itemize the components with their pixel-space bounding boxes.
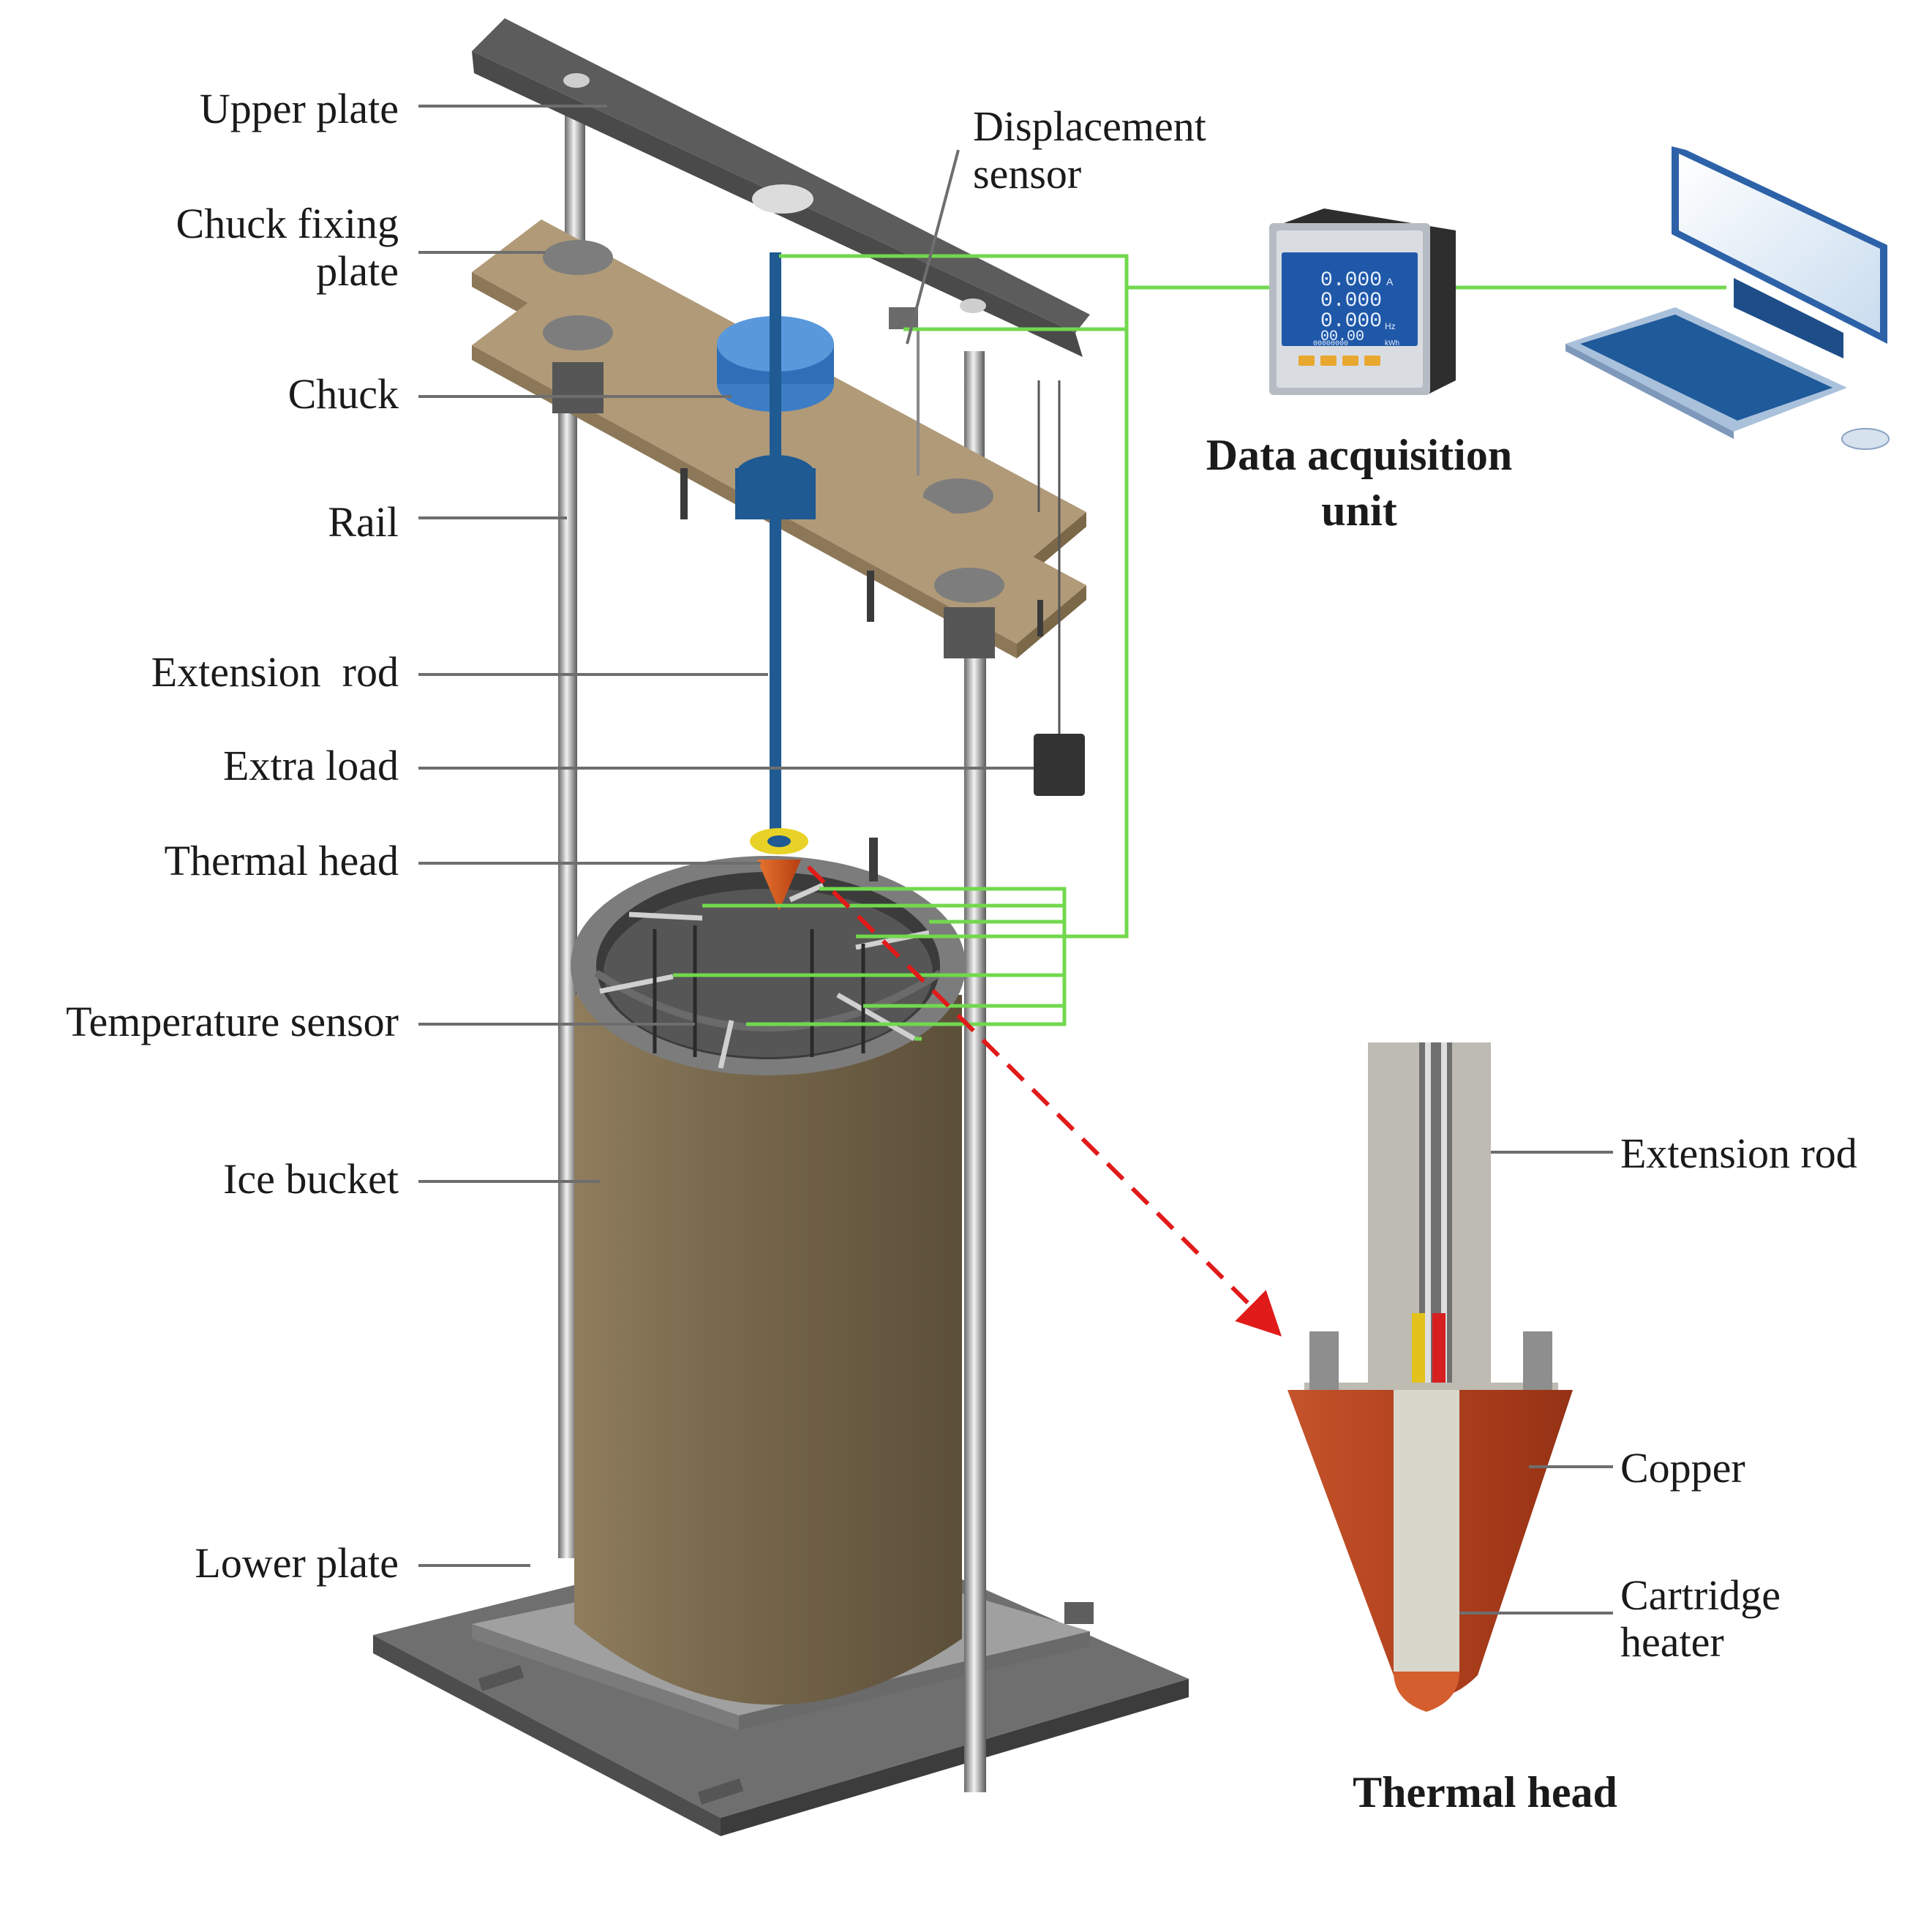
mouse[interactable] <box>1841 428 1890 450</box>
meter-row-2: 0.000 <box>1320 290 1382 312</box>
label-detail-cartridge-line1: Cartridge <box>1620 1571 1781 1619</box>
label-extra-load: Extra load <box>223 742 399 789</box>
extra-load-block <box>1034 734 1085 796</box>
meter-button-2[interactable] <box>1320 356 1337 366</box>
meter-unit-a: A <box>1386 276 1394 287</box>
meter-unit-hz: Hz <box>1385 321 1396 331</box>
thermal-head-detail <box>1287 1042 1573 1712</box>
meter-row-1: 0.000 <box>1320 269 1382 292</box>
meter-screen <box>1282 252 1418 346</box>
label-data-acquisition-line1: Data acquisition <box>1206 431 1512 479</box>
label-displacement-sensor-line1: Displacement <box>973 102 1206 150</box>
meter-button-1[interactable] <box>1298 356 1315 366</box>
labels: Upper plate Chuck fixing plate Chuck Rai… <box>66 85 1857 1816</box>
label-data-acquisition-line2: unit <box>1321 486 1396 535</box>
signal-wires <box>673 254 1726 1041</box>
thermal-head-small <box>750 828 808 911</box>
label-thermal-head: Thermal head <box>165 837 399 884</box>
label-temperature-sensor: Temperature sensor <box>66 998 399 1045</box>
computer <box>1565 146 1890 450</box>
label-chuck-fixing-plate-line2: plate <box>316 247 399 295</box>
label-chuck: Chuck <box>288 370 399 418</box>
detail-callout-arrow <box>806 865 1282 1337</box>
label-extension-rod: Extension rod <box>151 648 399 696</box>
detail-wire-red <box>1432 1313 1446 1394</box>
label-lower-plate: Lower plate <box>195 1539 399 1587</box>
leader-lines <box>418 105 1613 1615</box>
label-upper-plate: Upper plate <box>200 85 399 132</box>
meter-button-3[interactable] <box>1342 356 1358 366</box>
extension-rod-shaft <box>770 252 781 830</box>
label-detail-title: Thermal head <box>1353 1768 1617 1816</box>
ice-bucket <box>571 838 966 1705</box>
detail-cartridge-heater <box>1394 1390 1459 1672</box>
detail-wire-yellow <box>1412 1313 1425 1394</box>
label-rail: Rail <box>328 498 399 546</box>
label-chuck-fixing-plate-line1: Chuck fixing <box>176 200 399 247</box>
meter-button-4[interactable] <box>1364 356 1380 366</box>
label-detail-extension-rod: Extension rod <box>1620 1129 1857 1177</box>
label-detail-cartridge-line2: heater <box>1620 1618 1724 1666</box>
label-displacement-sensor-line2: sensor <box>973 150 1081 198</box>
data-acquisition-unit: 0.000 0.000 0.000 00.00 A Hz 00000000 kW… <box>1269 208 1456 395</box>
meter-row-4: 00.00 <box>1320 328 1364 345</box>
meter-row-5: 00000000 <box>1313 340 1348 348</box>
rail-right <box>964 651 986 1792</box>
monitor <box>1672 146 1887 358</box>
label-detail-copper: Copper <box>1620 1444 1745 1492</box>
label-ice-bucket: Ice bucket <box>223 1155 399 1203</box>
keyboard[interactable] <box>1565 307 1847 439</box>
meter-row-3: 0.000 <box>1320 310 1382 333</box>
meter-unit-kwh: kWh <box>1385 339 1399 347</box>
